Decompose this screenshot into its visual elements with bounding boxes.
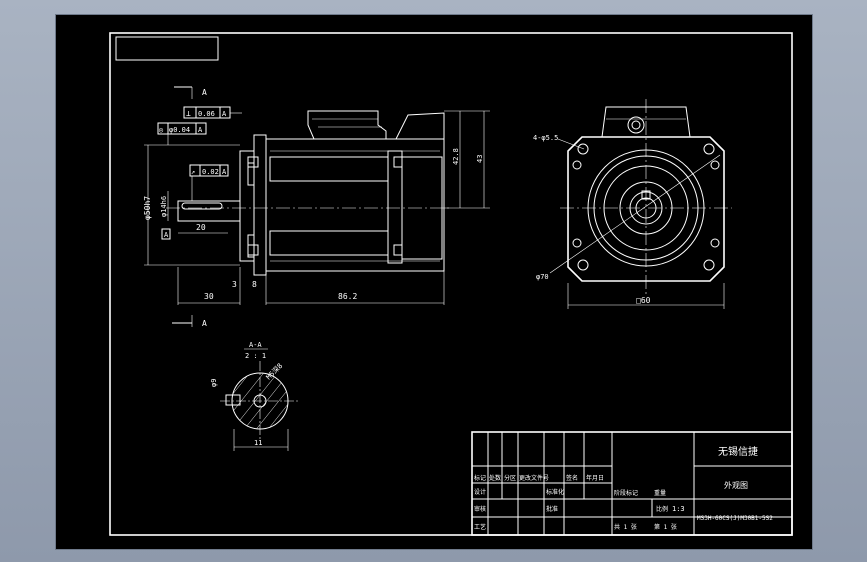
svg-text:A: A — [222, 110, 227, 118]
svg-text:◎: ◎ — [159, 126, 164, 134]
flange — [253, 134, 267, 276]
body-band-bottom — [269, 230, 389, 256]
dim-m5: M5深8 — [264, 361, 284, 381]
model-number: MS3H-60CS(J)M30B1-5S2 — [697, 515, 773, 522]
dim-8: 8 — [252, 280, 257, 289]
dim-phi9: φ9 — [210, 379, 218, 387]
dim-phi50: φ50h7 — [143, 196, 152, 220]
drawing-svg: 30 20 86.2 3 8 φ50h7 φ14h6 A 42.8 43 A A — [109, 32, 793, 536]
dim-square-60: □60 — [636, 296, 651, 305]
title-block: 标记 处数 分区 更改文件号 签名 年月日 设计 标准化 审核 工艺 批准 阶段… — [471, 431, 793, 536]
section-view: A-A 2 : 1 11 M5深8 φ9 — [210, 341, 300, 451]
svg-text:A: A — [222, 168, 227, 176]
tol-conc: ◎ φ0.04 A — [157, 122, 207, 145]
front-square — [567, 136, 725, 282]
tol-perp: ⊥ 0.06 A — [183, 106, 242, 119]
top-left-box — [115, 36, 219, 61]
svg-text:设计: 设计 — [474, 488, 486, 496]
svg-text:A: A — [198, 126, 203, 134]
dim-holes: 4-φ5.5 — [533, 134, 558, 142]
connector-left — [307, 110, 387, 140]
flange-notch-bottom — [247, 234, 255, 258]
shaft — [177, 200, 241, 222]
company-name: 无锡信捷 — [718, 445, 758, 458]
svg-text:φ0.04: φ0.04 — [169, 126, 190, 134]
connector-right — [395, 112, 445, 140]
body-band-top — [269, 156, 389, 182]
section-a-bottom: A — [202, 319, 207, 328]
datum-a: A — [164, 231, 169, 239]
svg-text:标记: 标记 — [474, 474, 486, 482]
svg-text:重量: 重量 — [654, 489, 666, 497]
svg-text:年月日: 年月日 — [586, 474, 604, 482]
body-ring — [387, 150, 403, 264]
svg-text:比例: 比例 — [656, 505, 668, 513]
svg-text:0.06: 0.06 — [198, 110, 215, 118]
keyway — [181, 202, 223, 210]
drawing-canvas: 30 20 86.2 3 8 φ50h7 φ14h6 A 42.8 43 A A — [55, 14, 813, 550]
svg-text:标准化: 标准化 — [546, 488, 564, 496]
motor-body — [265, 138, 445, 272]
svg-text:审核: 审核 — [474, 505, 486, 513]
svg-text:分区: 分区 — [504, 474, 516, 482]
tol-runout: ↗ 0.02 A — [189, 164, 229, 201]
sheet-border — [109, 32, 793, 536]
svg-text:处数: 处数 — [489, 474, 501, 482]
svg-text:签名: 签名 — [566, 474, 578, 482]
dim-30: 30 — [204, 292, 214, 301]
flange-notch-top — [247, 162, 255, 186]
front-connector — [601, 106, 691, 138]
section-title: A-A — [249, 341, 262, 349]
dim-20: 20 — [196, 223, 206, 232]
dim-86-2: 86.2 — [338, 292, 357, 301]
section-a-top: A — [202, 88, 207, 97]
side-view: 30 20 86.2 3 8 φ50h7 φ14h6 A 42.8 43 A A — [143, 86, 490, 328]
sheet-total: 共 1 张 — [614, 523, 637, 531]
dim-section-11: 11 — [254, 439, 262, 447]
scale-value: 1:3 — [672, 505, 685, 513]
dim-42-8: 42.8 — [452, 148, 460, 165]
drawing-name: 外观图 — [724, 480, 748, 490]
svg-text:⊥: ⊥ — [186, 109, 191, 118]
svg-text:阶段标记: 阶段标记 — [614, 489, 638, 497]
svg-text:工艺: 工艺 — [474, 523, 486, 531]
svg-text:更改文件号: 更改文件号 — [519, 474, 549, 482]
dim-43: 43 — [476, 155, 484, 163]
front-view: 4-φ5.5 φ70 □60 — [533, 99, 732, 309]
dim-phi70: φ70 — [536, 273, 549, 281]
dim-phi14: φ14h6 — [160, 196, 168, 217]
svg-text:↗: ↗ — [191, 168, 195, 176]
svg-text:0.02: 0.02 — [202, 168, 219, 176]
section-scale: 2 : 1 — [245, 352, 266, 360]
dim-3: 3 — [232, 280, 237, 289]
svg-text:批准: 批准 — [546, 505, 558, 513]
sheet-no: 第 1 张 — [654, 523, 677, 531]
